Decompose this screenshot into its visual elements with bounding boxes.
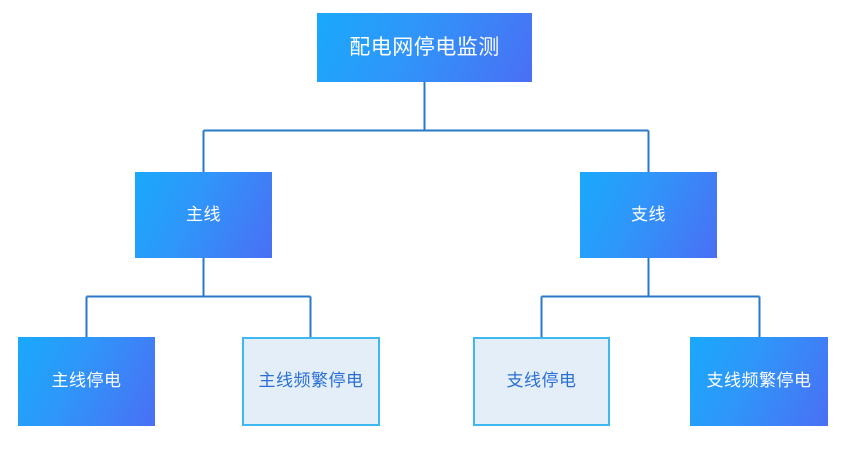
node-branch-line-frequent-outage[interactable]: 支线频繁停电 <box>690 337 828 426</box>
node-main-line-outage[interactable]: 主线停电 <box>18 337 155 426</box>
node-root-title[interactable]: 配电网停电监测 <box>317 13 532 82</box>
node-main-line-frequent-outage[interactable]: 主线频繁停电 <box>242 337 380 426</box>
node-main-line[interactable]: 主线 <box>135 172 272 258</box>
node-branch-line[interactable]: 支线 <box>580 172 717 258</box>
node-branch-line-outage[interactable]: 支线停电 <box>473 337 610 426</box>
